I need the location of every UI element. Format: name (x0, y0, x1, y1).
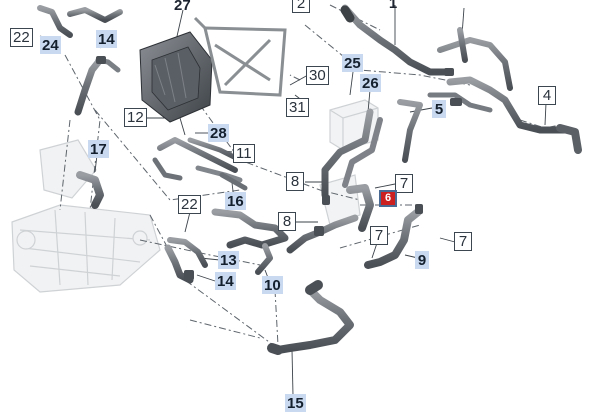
callout-22-top-left[interactable]: 22 (10, 28, 33, 47)
callout-13[interactable]: 13 (218, 251, 239, 269)
callout-7-upper[interactable]: 7 (395, 174, 413, 193)
callout-31[interactable]: 31 (286, 98, 309, 117)
callout-27[interactable]: 27 (174, 0, 191, 14)
callout-25[interactable]: 25 (342, 54, 363, 72)
callout-8-lower[interactable]: 8 (278, 212, 296, 231)
callout-16[interactable]: 16 (225, 192, 246, 210)
callout-15[interactable]: 15 (285, 394, 306, 412)
callout-7-lower-right[interactable]: 7 (454, 232, 472, 251)
callout-4[interactable]: 4 (538, 86, 556, 105)
callout-22-middle[interactable]: 22 (178, 195, 201, 214)
callout-17[interactable]: 17 (88, 140, 109, 158)
leader-lines (59, 4, 561, 351)
callout-10[interactable]: 10 (262, 276, 283, 294)
callout-1[interactable]: 1 (388, 0, 398, 12)
callout-24[interactable]: 24 (40, 36, 61, 54)
callout-28[interactable]: 28 (208, 124, 229, 142)
hose-clamps (96, 56, 462, 280)
callout-7-lower-left[interactable]: 7 (370, 226, 388, 245)
callout-6-highlighted[interactable]: 6 (379, 190, 397, 207)
callout-8-upper[interactable]: 8 (286, 172, 304, 191)
callout-30[interactable]: 30 (306, 66, 329, 85)
callout-14-top[interactable]: 14 (96, 30, 117, 48)
callout-5[interactable]: 5 (432, 100, 446, 118)
callout-14-bottom[interactable]: 14 (215, 272, 236, 290)
callout-11[interactable]: 11 (233, 144, 255, 163)
mounting-bracket (193, 16, 287, 97)
callout-9[interactable]: 9 (415, 251, 429, 269)
callout-12[interactable]: 12 (124, 108, 147, 127)
hoses (37, 4, 582, 355)
expansion-tank (139, 31, 213, 123)
engine-block-ghost (11, 139, 161, 293)
callout-2[interactable]: 2 (292, 0, 310, 13)
callout-26[interactable]: 26 (360, 74, 381, 92)
callout-leaders (39, 5, 547, 396)
